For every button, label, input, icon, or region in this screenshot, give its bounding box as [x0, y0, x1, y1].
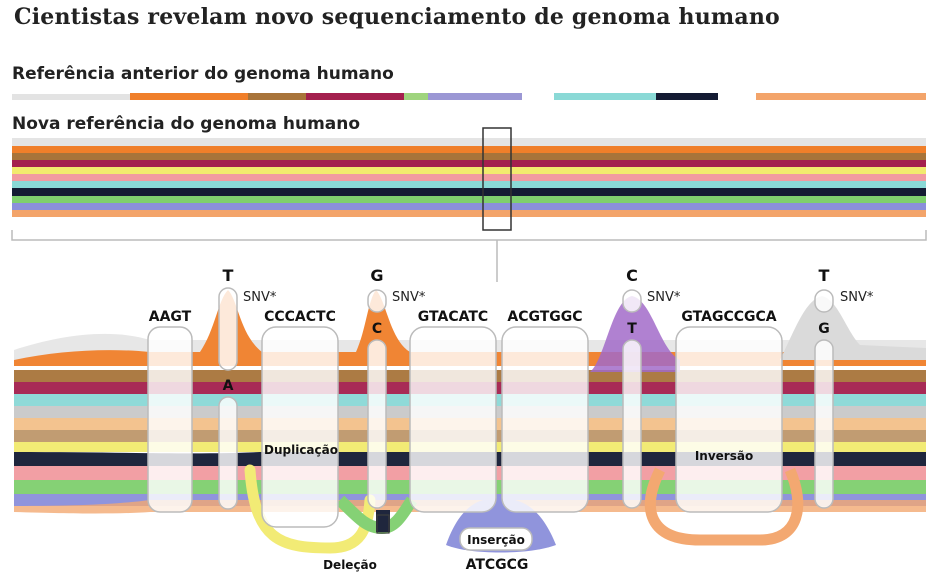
snv-pill-1-top	[218, 287, 238, 371]
prev-seg-salmon	[756, 93, 926, 100]
snv-4-top-base: T	[819, 266, 830, 285]
previous-reference-bar	[12, 92, 926, 101]
new-reference-bands	[11, 127, 927, 282]
new-reference-label: Nova referência do genoma humano	[12, 114, 361, 134]
segment-pill-gtagccgca	[675, 326, 783, 513]
snv-3-bottom-base: T	[627, 321, 637, 337]
segment-pill-cccactc	[261, 326, 339, 528]
snv-pill-2-bottom	[367, 339, 387, 509]
snv-pill-1-bottom	[218, 396, 238, 510]
snv-pill-3-top	[622, 289, 642, 313]
deletion-label: Deleção	[323, 558, 377, 572]
segment-pill-gtacatc	[409, 326, 497, 513]
prev-seg-light-green	[404, 93, 428, 100]
insertion-label: Inserção	[467, 533, 525, 547]
figure-title: Cientistas revelam novo sequenciamento d…	[14, 4, 780, 30]
insertion-sequence: ATCGCG	[466, 557, 529, 573]
prev-seg-white-gap-2	[718, 92, 756, 101]
prev-seg-lavender	[428, 93, 522, 100]
deletion-marker	[376, 514, 390, 534]
snv-2-label: SNV*	[392, 290, 426, 305]
prev-seg-teal	[554, 93, 656, 100]
snv-pill-4-bottom	[814, 339, 834, 509]
prev-seg-crimson	[306, 93, 404, 100]
segment-label-aagt: AAGT	[149, 309, 192, 325]
previous-reference-label: Referência anterior do genoma humano	[12, 64, 394, 84]
snv-1-bottom-base: A	[223, 378, 234, 394]
segment-pill-aagt	[147, 326, 193, 513]
segment-label-cccactc: CCCACTC	[264, 309, 336, 325]
duplication-label: Duplicação	[264, 443, 338, 457]
snv-4-label: SNV*	[840, 290, 874, 305]
snv-1-label: SNV*	[243, 290, 277, 305]
prev-seg-brown	[248, 93, 306, 100]
segment-label-gtagccgca: GTAGCCGCA	[681, 309, 776, 325]
snv-pill-3-bottom	[622, 339, 642, 509]
snv-pill-2-top	[367, 289, 387, 313]
segment-pills	[147, 287, 834, 551]
snv-3-top-base: C	[626, 266, 638, 285]
segment-label-acgtggc: ACGTGGC	[507, 309, 582, 325]
snv-4-bottom-base: G	[818, 321, 830, 337]
segment-pill-acgtggc	[501, 326, 589, 513]
prev-seg-orange	[130, 93, 248, 100]
snv-1-top-base: T	[223, 266, 234, 285]
snv-3-label: SNV*	[647, 290, 681, 305]
sequence-labels: AAGT CCCACTC GTACATC ACGTGGC GTAGCCGCA T…	[149, 266, 830, 573]
prev-seg-navy	[656, 93, 718, 100]
segment-label-gtacatc: GTACATC	[418, 309, 488, 325]
snv-2-bottom-base: C	[372, 321, 382, 337]
inversion-label: Inversão	[695, 449, 753, 463]
snv-labels: SNV* SNV* SNV* SNV*	[243, 290, 874, 305]
zoom-window	[482, 127, 512, 231]
insertion-pill	[459, 527, 533, 551]
zoom-bracket	[11, 230, 927, 241]
snv-pill-4-top	[814, 289, 834, 313]
snv-2-top-base: G	[370, 266, 383, 285]
prev-seg-white-gap	[522, 92, 554, 101]
